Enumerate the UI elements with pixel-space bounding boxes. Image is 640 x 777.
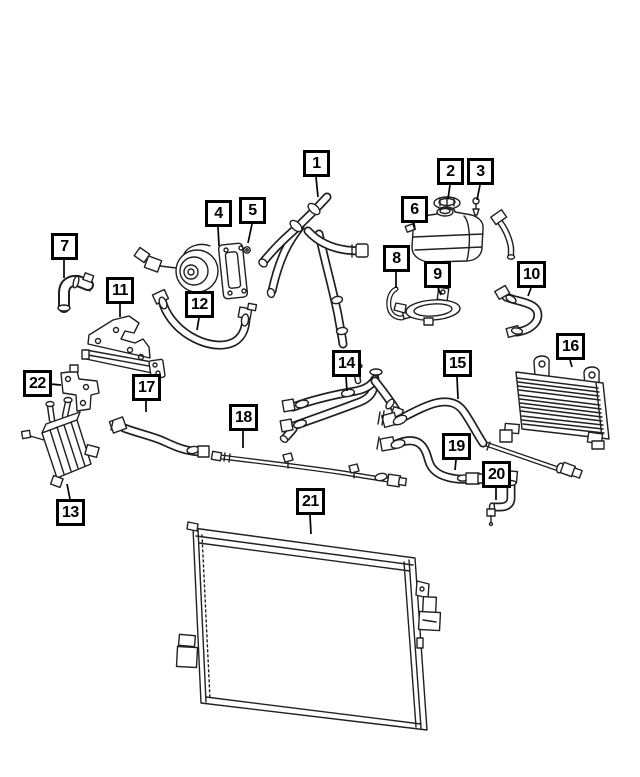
callout-7[interactable]: 7 (51, 233, 78, 260)
part-lower-hose (108, 416, 210, 458)
part-elbow-hose (57, 272, 95, 313)
callout-22[interactable]: 22 (23, 370, 52, 397)
callout-8[interactable]: 8 (383, 245, 410, 272)
callout-14[interactable]: 14 (332, 350, 361, 377)
part-mounting-bracket (81, 315, 166, 380)
part-coolant-pipe (210, 450, 408, 488)
callout-6[interactable]: 6 (401, 196, 428, 223)
part-clip-grommet (243, 246, 251, 254)
part-reservoir-vent-hose (490, 209, 516, 260)
part-pressure-cap (433, 196, 461, 210)
part-heat-exchanger (20, 396, 100, 489)
part-z-hose (494, 284, 538, 339)
part-small-bracket (60, 364, 100, 412)
callout-4[interactable]: 4 (205, 200, 232, 227)
callout-15[interactable]: 15 (443, 350, 472, 377)
part-coolant-reservoir (404, 206, 484, 263)
callout-17[interactable]: 17 (132, 374, 161, 401)
callout-1[interactable]: 1 (303, 150, 330, 177)
part-pump-hose (151, 288, 258, 346)
callout-5[interactable]: 5 (239, 197, 266, 224)
part-radiator (175, 521, 442, 731)
leader-lines (49, 176, 573, 535)
callout-13[interactable]: 13 (56, 499, 85, 526)
callout-9[interactable]: 9 (424, 261, 451, 288)
part-oil-cooler (499, 355, 610, 450)
callout-3[interactable]: 3 (467, 158, 494, 185)
callout-12[interactable]: 12 (185, 291, 214, 318)
part-cooler-inlet-hose (377, 402, 583, 479)
callout-21[interactable]: 21 (296, 488, 325, 515)
callout-20[interactable]: 20 (482, 461, 511, 488)
callout-18[interactable]: 18 (229, 404, 258, 431)
part-auxiliary-pump (133, 242, 249, 300)
callout-16[interactable]: 16 (556, 333, 585, 360)
callout-19[interactable]: 19 (442, 433, 471, 460)
callout-11[interactable]: 11 (106, 277, 134, 304)
callout-10[interactable]: 10 (517, 261, 546, 288)
part-upper-hose-assembly (258, 197, 369, 344)
part-reservoir-bracket (393, 286, 461, 326)
callout-2[interactable]: 2 (437, 158, 464, 185)
part-plug-rivet (472, 197, 480, 216)
